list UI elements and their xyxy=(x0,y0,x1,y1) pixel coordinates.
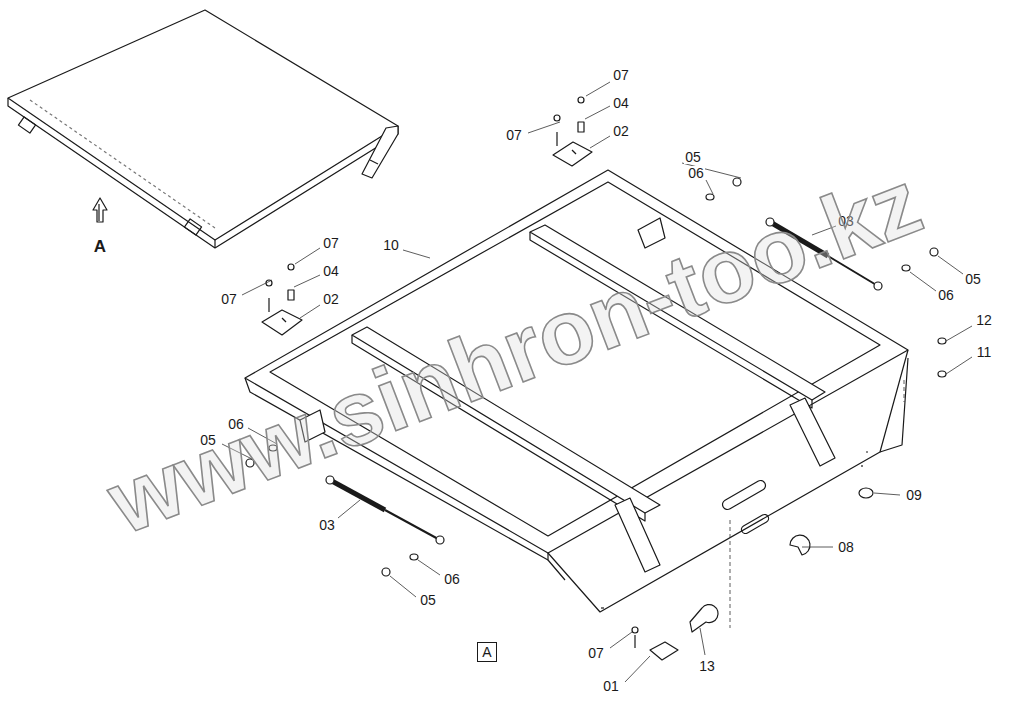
callout-number: 06 xyxy=(443,572,461,586)
callout-number: 11 xyxy=(976,345,993,359)
callout-number: 08 xyxy=(837,540,855,554)
view-letter: A xyxy=(482,645,491,659)
callout-number: 10 xyxy=(382,238,400,252)
callout-number: 03 xyxy=(318,518,336,532)
callout-number: 07 xyxy=(220,292,238,306)
callout-number: 06 xyxy=(937,288,955,302)
callout-number: 07 xyxy=(505,128,523,142)
view-label: A xyxy=(93,238,107,255)
callout-number: 02 xyxy=(612,124,630,138)
callout-number: 07 xyxy=(612,68,630,82)
callout-number: 13 xyxy=(698,659,716,673)
callout-number: 09 xyxy=(905,488,923,502)
callout-number: 01 xyxy=(602,679,620,693)
callout-number: 05 xyxy=(684,150,702,164)
view-box: A xyxy=(477,642,497,662)
callout-number: 07 xyxy=(322,236,340,250)
view-arrow xyxy=(93,198,107,222)
callout-number: 05 xyxy=(419,593,437,607)
callout-number: 04 xyxy=(612,96,630,110)
callout-number: 05 xyxy=(964,272,982,286)
callout-number: 12 xyxy=(975,313,993,327)
callout-number: 04 xyxy=(322,264,340,278)
callout-number: 02 xyxy=(322,292,340,306)
callout-number: 07 xyxy=(587,646,605,660)
lid-panel xyxy=(8,10,398,248)
callout-number: 06 xyxy=(687,166,705,180)
